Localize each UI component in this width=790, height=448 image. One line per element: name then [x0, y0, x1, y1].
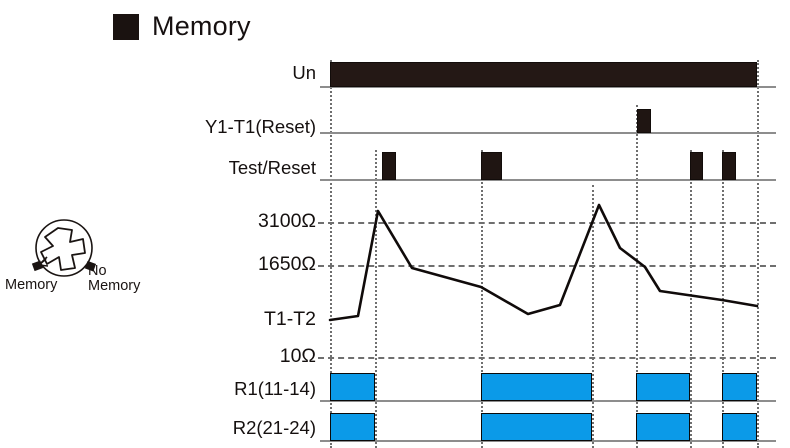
test-reset-pulse-1 [382, 152, 396, 180]
axis-tick-3100: 3100Ω [258, 210, 316, 232]
r2-bar-1 [330, 413, 375, 441]
r1-bar-2 [481, 373, 592, 401]
test-reset-pulse-4 [722, 152, 736, 180]
r2-bar-4 [722, 413, 757, 441]
row-label-un: Un [292, 62, 316, 83]
switch-label-no-memory-line2: Memory [88, 278, 141, 295]
gridline-v-3 [481, 150, 483, 448]
axis-tick-1650: 1650Ω [258, 253, 316, 275]
baseline-test-reset [320, 179, 776, 181]
gridline-v-8 [757, 60, 759, 448]
filled-square-icon [113, 13, 139, 40]
row-label-y1-t1: Y1-T1(Reset) [204, 116, 316, 137]
rotary-switch-illustration: Memory No Memory [4, 216, 166, 306]
r1-bar-1 [330, 373, 375, 401]
r2-bar-3 [636, 413, 690, 441]
rotary-screw-switch-icon [31, 219, 97, 277]
un-state-bar [330, 62, 757, 87]
switch-label-no-memory-line1: No [88, 263, 107, 279]
r1-bar-4 [722, 373, 757, 401]
baseline-r2 [320, 440, 776, 442]
legend-label: Memory [152, 11, 251, 41]
axis-tick-10: 10Ω [279, 345, 316, 367]
switch-label-no-memory: No Memory [88, 263, 141, 295]
baseline-r1 [320, 400, 776, 402]
row-label-r1: R1(11-14) [234, 378, 316, 399]
baseline-y1-t1 [320, 132, 776, 134]
gridline-v-4 [592, 185, 594, 448]
y1-t1-pulse-1 [637, 109, 651, 133]
gridline-h-1650 [318, 265, 776, 267]
r2-bar-2 [481, 413, 592, 441]
gridline-v-6 [690, 150, 692, 448]
gridline-v-7 [722, 150, 724, 448]
r1-bar-3 [636, 373, 690, 401]
baseline-un [320, 86, 776, 88]
gridline-v-2 [375, 150, 377, 448]
switch-label-memory: Memory [5, 277, 58, 293]
row-label-r2: R2(21-24) [232, 417, 316, 438]
row-label-test-reset: Test/Reset [228, 157, 316, 178]
gridline-h-3100 [318, 222, 776, 224]
axis-series-label-t1-t2: T1-T2 [263, 308, 316, 330]
test-reset-pulse-2 [481, 152, 502, 180]
gridline-h-10 [318, 357, 776, 359]
test-reset-pulse-3 [690, 152, 703, 180]
legend: Memory [113, 13, 251, 40]
